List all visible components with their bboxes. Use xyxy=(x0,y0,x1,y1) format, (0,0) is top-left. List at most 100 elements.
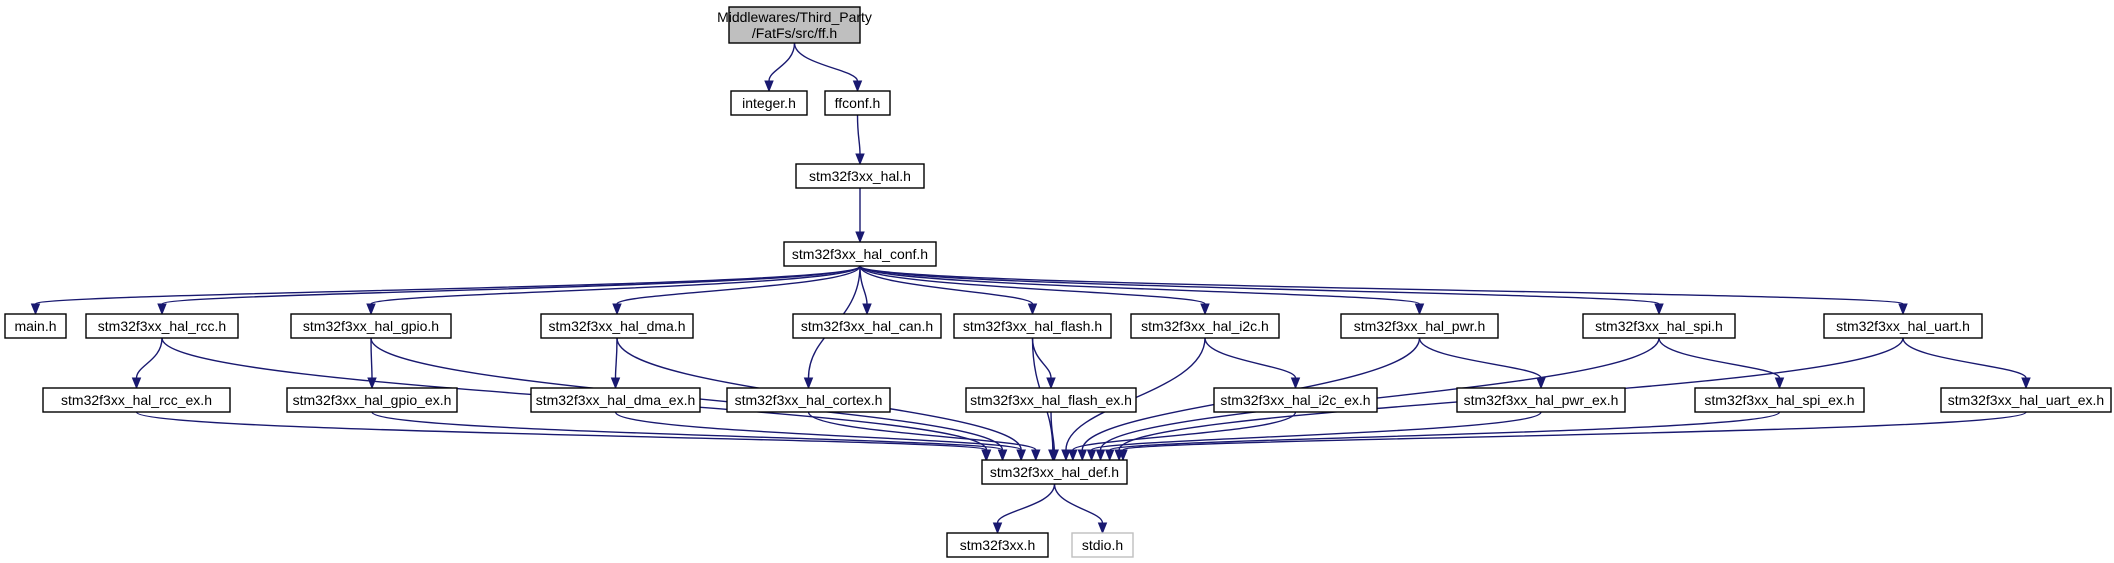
node-spi[interactable]: stm32f3xx_hal_spi.h xyxy=(1582,313,1736,339)
node-label: stm32f3xx_hal_dma.h xyxy=(549,318,686,334)
node-hal[interactable]: stm32f3xx_hal.h xyxy=(795,163,925,189)
arrowhead-ffconf-to-hal xyxy=(855,153,865,166)
arrowhead-hal_conf-to-rcc xyxy=(157,303,167,316)
arrowhead-hal_conf-to-spi xyxy=(1654,303,1664,316)
edge-i2c-to-i2c_ex xyxy=(1204,337,1297,379)
node-label: stm32f3xx_hal_i2c_ex.h xyxy=(1220,392,1370,408)
arrowhead-spi-to-spi_ex xyxy=(1774,377,1785,390)
edge-hal_def-to-stdio xyxy=(1053,483,1104,524)
node-label: stm32f3xx_hal_cortex.h xyxy=(735,392,883,408)
node-box xyxy=(981,459,1128,485)
edge-ff-to-integer xyxy=(768,42,796,82)
arrowhead-i2c-to-i2c_ex xyxy=(1290,377,1301,390)
node-i2c[interactable]: stm32f3xx_hal_i2c.h xyxy=(1130,313,1280,339)
node-label: stm32f3xx.h xyxy=(960,537,1035,553)
edge-hal_conf-to-rcc xyxy=(161,265,861,305)
node-rcc[interactable]: stm32f3xx_hal_rcc.h xyxy=(85,313,239,339)
node-uart-ex[interactable]: stm32f3xx_hal_uart_ex.h xyxy=(1940,387,2112,413)
arrowhead-pwr_ex-to-hal_def xyxy=(1086,449,1097,462)
node-label: stm32f3xx_hal_flash.h xyxy=(963,318,1102,334)
arrowhead-pwr-to-hal_def xyxy=(1077,449,1088,462)
node-box xyxy=(1213,387,1378,413)
node-flash[interactable]: stm32f3xx_hal_flash.h xyxy=(953,313,1112,339)
node-box xyxy=(1582,313,1736,339)
arrowhead-uart-to-uart_ex xyxy=(2021,377,2031,390)
arrowhead-spi-to-hal_def xyxy=(1095,449,1106,462)
arrowhead-hal_conf-to-pwr xyxy=(1414,303,1425,316)
node-box xyxy=(530,387,701,413)
node-box xyxy=(1823,313,1983,339)
node-label: stm32f3xx_hal_gpio.h xyxy=(303,318,439,334)
node-gpio-ex[interactable]: stm32f3xx_hal_gpio_ex.h xyxy=(286,387,458,413)
arrowhead-rcc-to-rcc_ex xyxy=(131,377,142,390)
node-label: stm32f3xx_hal_rcc_ex.h xyxy=(61,392,212,408)
arrowhead-rcc_ex-to-hal_def xyxy=(981,449,991,462)
edge-pwr_ex-to-hal_def xyxy=(1090,411,1542,451)
node-flash-ex[interactable]: stm32f3xx_hal_flash_ex.h xyxy=(965,387,1137,413)
node-box xyxy=(795,163,925,189)
node-i2c-ex[interactable]: stm32f3xx_hal_i2c_ex.h xyxy=(1213,387,1378,413)
node-dma[interactable]: stm32f3xx_hal_dma.h xyxy=(540,313,694,339)
arrowhead-hal_conf-to-main xyxy=(30,303,41,316)
node-pwr-ex[interactable]: stm32f3xx_hal_pwr_ex.h xyxy=(1456,387,1626,413)
node-dma-ex[interactable]: stm32f3xx_hal_dma_ex.h xyxy=(530,387,701,413)
node-box xyxy=(783,241,937,267)
edge-hal_conf-to-main xyxy=(34,265,861,305)
arrowhead-hal_conf-to-gpio xyxy=(366,303,376,316)
node-rcc-ex[interactable]: stm32f3xx_hal_rcc_ex.h xyxy=(42,387,231,413)
node-main[interactable]: main.h xyxy=(4,313,67,339)
arrowhead-gpio-to-gpio_ex xyxy=(367,377,377,390)
edge-hal_conf-to-pwr xyxy=(859,265,1421,305)
node-hal-conf[interactable]: stm32f3xx_hal_conf.h xyxy=(783,241,937,267)
node-uart[interactable]: stm32f3xx_hal_uart.h xyxy=(1823,313,1983,339)
node-cortex[interactable]: stm32f3xx_hal_cortex.h xyxy=(726,387,891,413)
node-box xyxy=(1130,313,1280,339)
nodes-layer: Middlewares/Third_Party/FatFs/src/ff.hin… xyxy=(4,6,2112,558)
arrowhead-i2c_ex-to-hal_def xyxy=(1068,449,1078,462)
node-label: stm32f3xx_hal_conf.h xyxy=(792,246,928,262)
edge-hal_conf-to-dma xyxy=(616,265,861,305)
node-label: stm32f3xx_hal.h xyxy=(809,168,911,184)
arrowhead-ff-to-ffconf xyxy=(852,80,863,93)
node-gpio[interactable]: stm32f3xx_hal_gpio.h xyxy=(290,313,452,339)
arrowhead-dma_ex-to-hal_def xyxy=(1016,449,1026,462)
node-box xyxy=(290,313,452,339)
node-hal-def[interactable]: stm32f3xx_hal_def.h xyxy=(981,459,1128,485)
node-integer[interactable]: integer.h xyxy=(730,90,808,116)
node-box xyxy=(792,313,942,339)
edge-hal_def-to-stm32f3xx xyxy=(996,483,1056,524)
edge-spi-to-spi_ex xyxy=(1658,337,1781,379)
node-label: stm32f3xx_hal_pwr.h xyxy=(1354,318,1486,334)
node-box xyxy=(4,313,67,339)
edge-hal_conf-to-uart xyxy=(859,265,1904,305)
edge-i2c_ex-to-hal_def xyxy=(1072,411,1297,451)
arrowhead-hal_conf-to-dma xyxy=(612,303,622,316)
node-stm32f3xx[interactable]: stm32f3xx.h xyxy=(946,532,1049,558)
node-spi-ex[interactable]: stm32f3xx_hal_spi_ex.h xyxy=(1694,387,1865,413)
node-box xyxy=(1456,387,1626,413)
node-label: /FatFs/src/ff.h xyxy=(752,25,837,41)
edge-rcc_ex-to-hal_def xyxy=(135,411,987,451)
node-ffconf[interactable]: ffconf.h xyxy=(824,90,891,116)
node-pwr[interactable]: stm32f3xx_hal_pwr.h xyxy=(1340,313,1499,339)
edge-dma_ex-to-hal_def xyxy=(614,411,1022,451)
node-box xyxy=(730,90,808,116)
node-box xyxy=(965,387,1137,413)
node-can[interactable]: stm32f3xx_hal_can.h xyxy=(792,313,942,339)
node-stdio[interactable]: stdio.h xyxy=(1071,532,1134,558)
arrowhead-hal-to-hal_conf xyxy=(855,231,865,244)
node-box xyxy=(824,90,891,116)
arrowhead-hal_conf-to-uart xyxy=(1898,303,1908,316)
node-box xyxy=(726,387,891,413)
node-label: ffconf.h xyxy=(835,95,881,111)
node-box xyxy=(540,313,694,339)
arrowhead-hal_conf-to-flash xyxy=(1027,303,1038,316)
edge-hal_conf-to-spi xyxy=(859,265,1660,305)
node-label: stdio.h xyxy=(1082,537,1123,553)
node-ff[interactable]: Middlewares/Third_Party/FatFs/src/ff.h xyxy=(717,6,872,44)
node-label: stm32f3xx_hal_def.h xyxy=(990,464,1119,480)
edge-rcc-to-rcc_ex xyxy=(135,337,163,379)
edge-pwr-to-pwr_ex xyxy=(1418,337,1542,379)
node-box xyxy=(1694,387,1865,413)
